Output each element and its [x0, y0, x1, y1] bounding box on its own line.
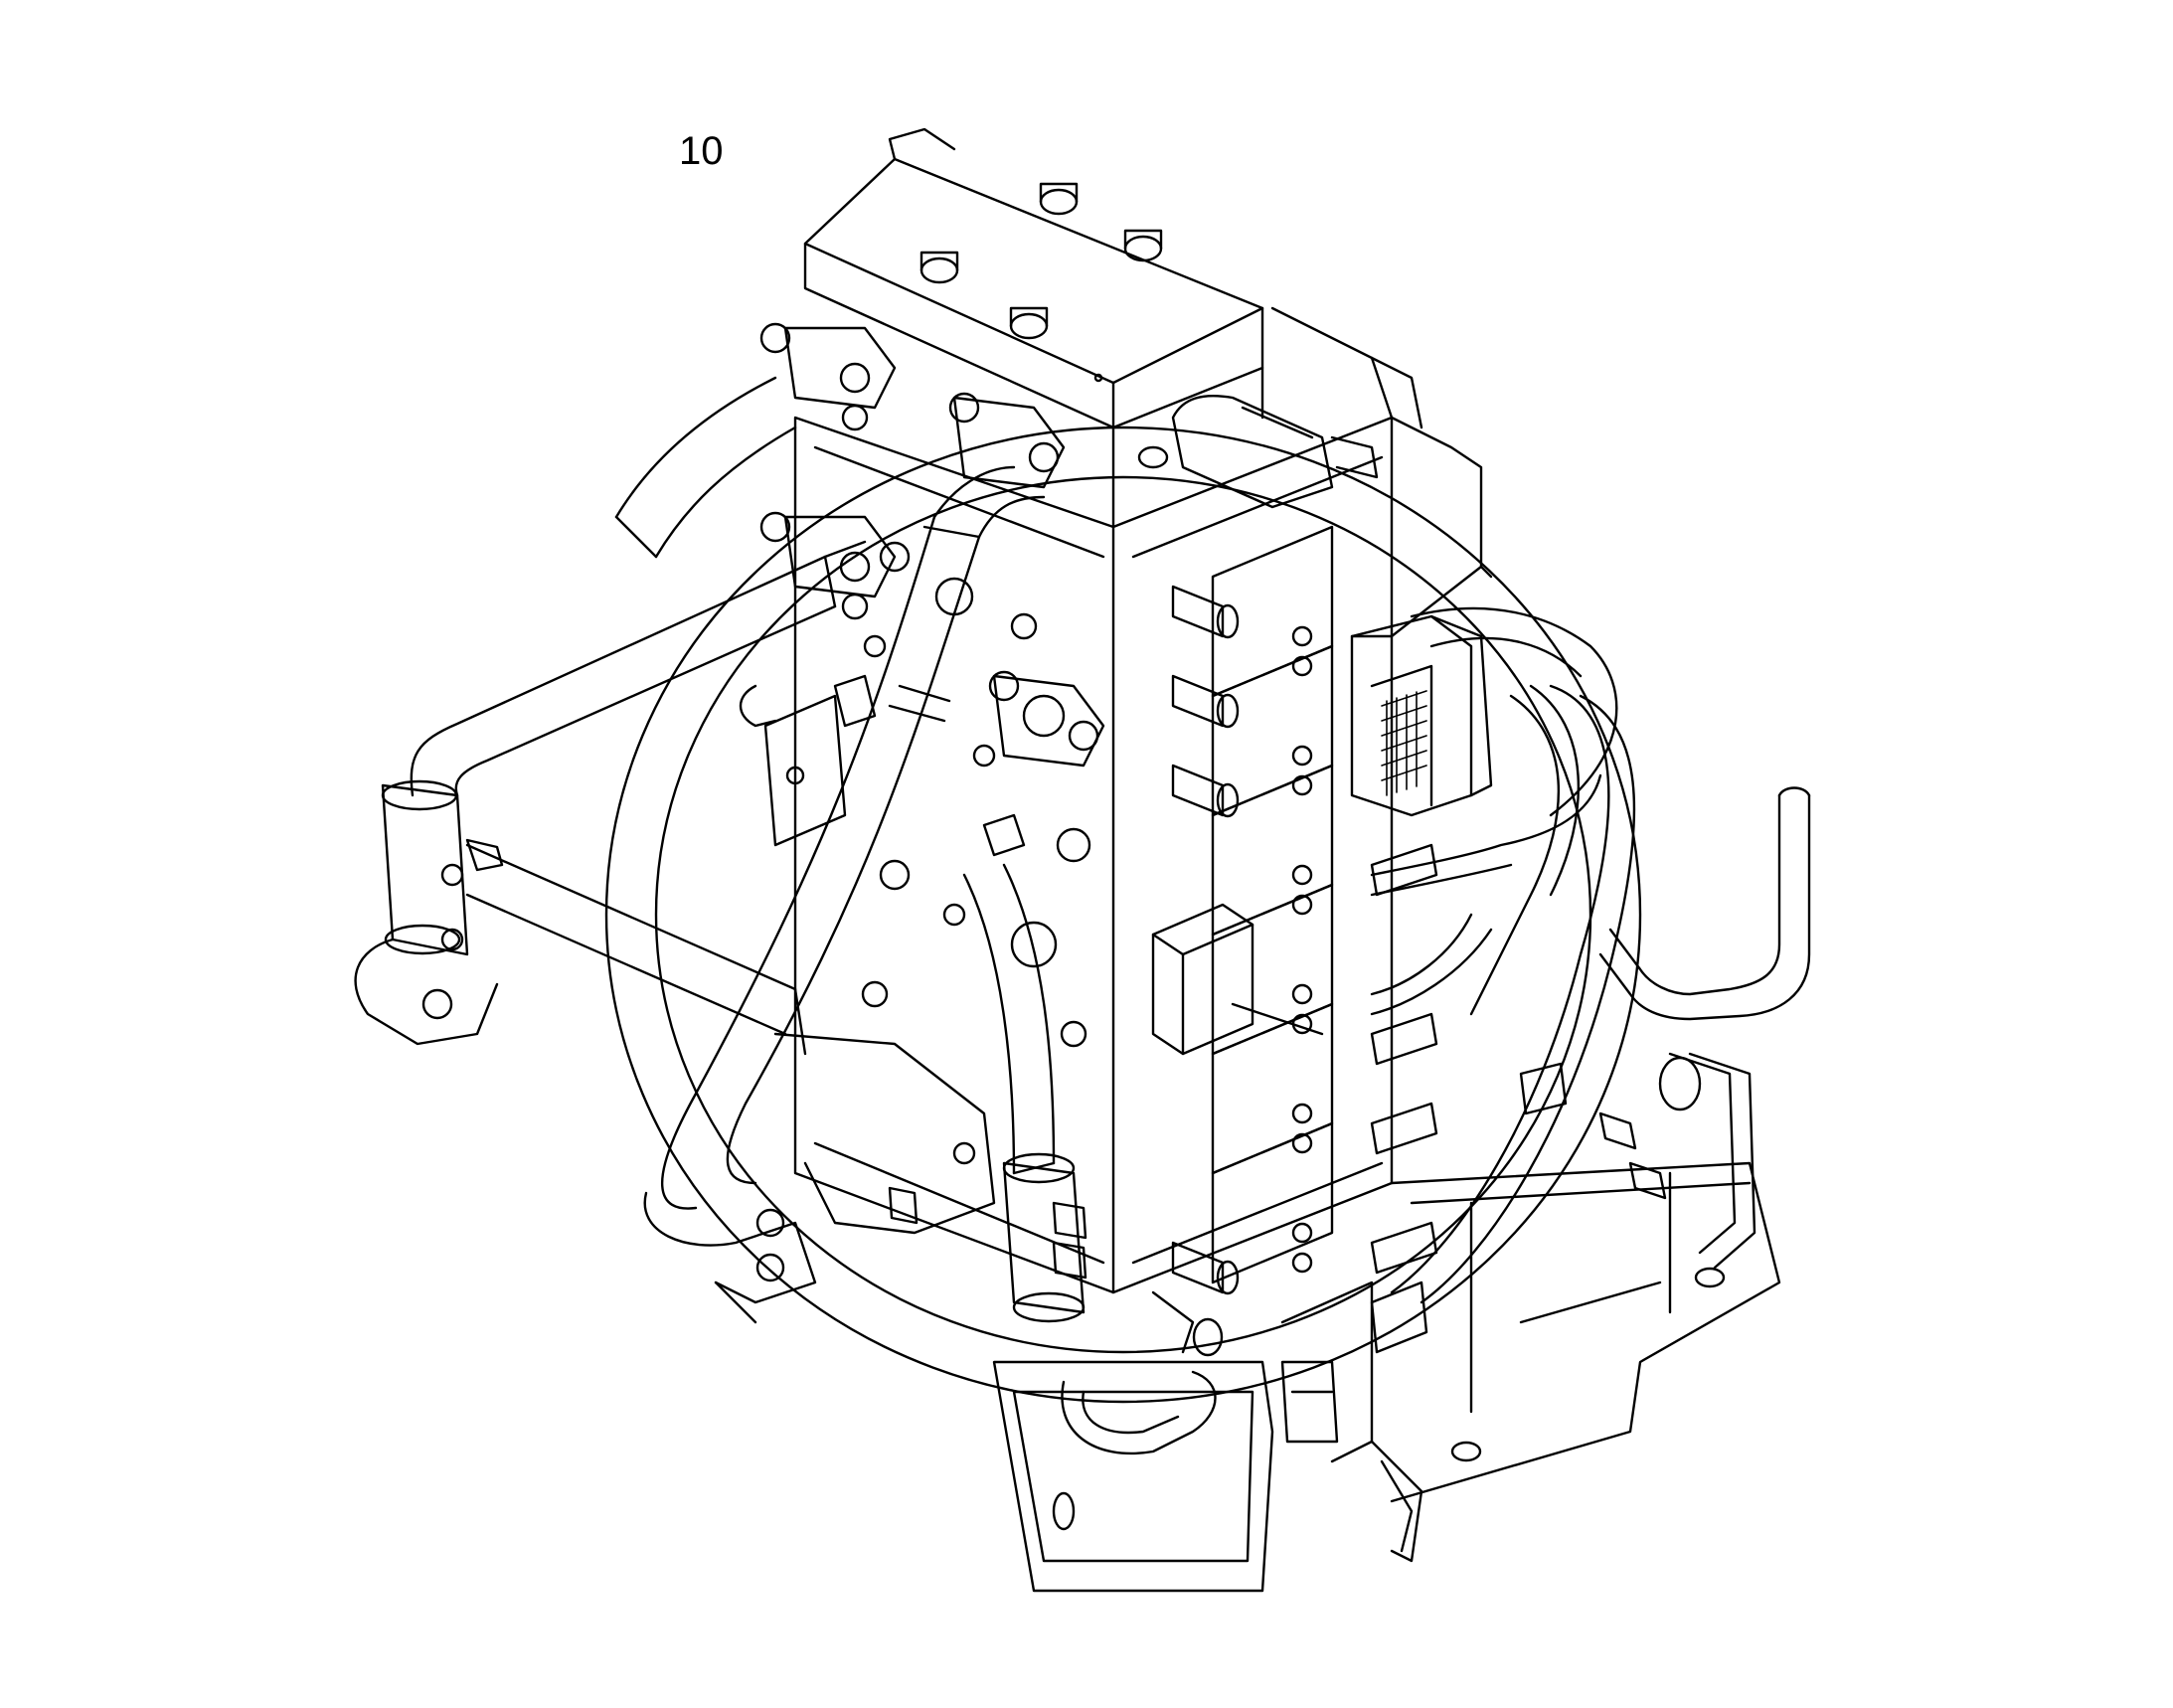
right-hose-bundle	[1372, 608, 1634, 1302]
solenoid-stack	[1213, 527, 1332, 1282]
left-top-hose	[616, 378, 795, 557]
top-manifold-block	[805, 129, 1262, 527]
front-s-hose	[662, 517, 979, 1209]
front-clamp-block	[1004, 1154, 1086, 1321]
side-check-valve	[741, 686, 845, 845]
upper-front-hose	[934, 467, 1044, 537]
pressure-sensor	[1139, 396, 1377, 507]
electrical-connector	[1352, 616, 1491, 815]
lower-right-fittings	[1372, 1064, 1566, 1352]
connector-pin-grid	[1382, 691, 1426, 795]
bottom-left-elbow	[645, 1193, 815, 1322]
bottom-hose-loop	[1062, 1292, 1222, 1453]
left-mounting-bracket	[356, 781, 805, 1054]
right-base-plate	[1392, 1163, 1779, 1501]
valve-body-right-face	[1113, 418, 1392, 1292]
pilot-valve-box	[1153, 905, 1322, 1054]
left-flange-tube	[825, 542, 865, 557]
left-tube	[412, 557, 835, 795]
base-frame	[994, 1282, 1421, 1591]
left-flange-fittings	[761, 324, 1103, 766]
background-ring	[606, 427, 1640, 1402]
right-lower-tube	[1600, 1054, 1755, 1268]
callout-label: 10	[679, 129, 724, 173]
lower-front-hose	[964, 865, 1054, 1173]
lower-left-plate	[775, 1034, 994, 1233]
right-handle-tube	[1600, 788, 1809, 1020]
right-upper-bracket	[1272, 308, 1491, 636]
